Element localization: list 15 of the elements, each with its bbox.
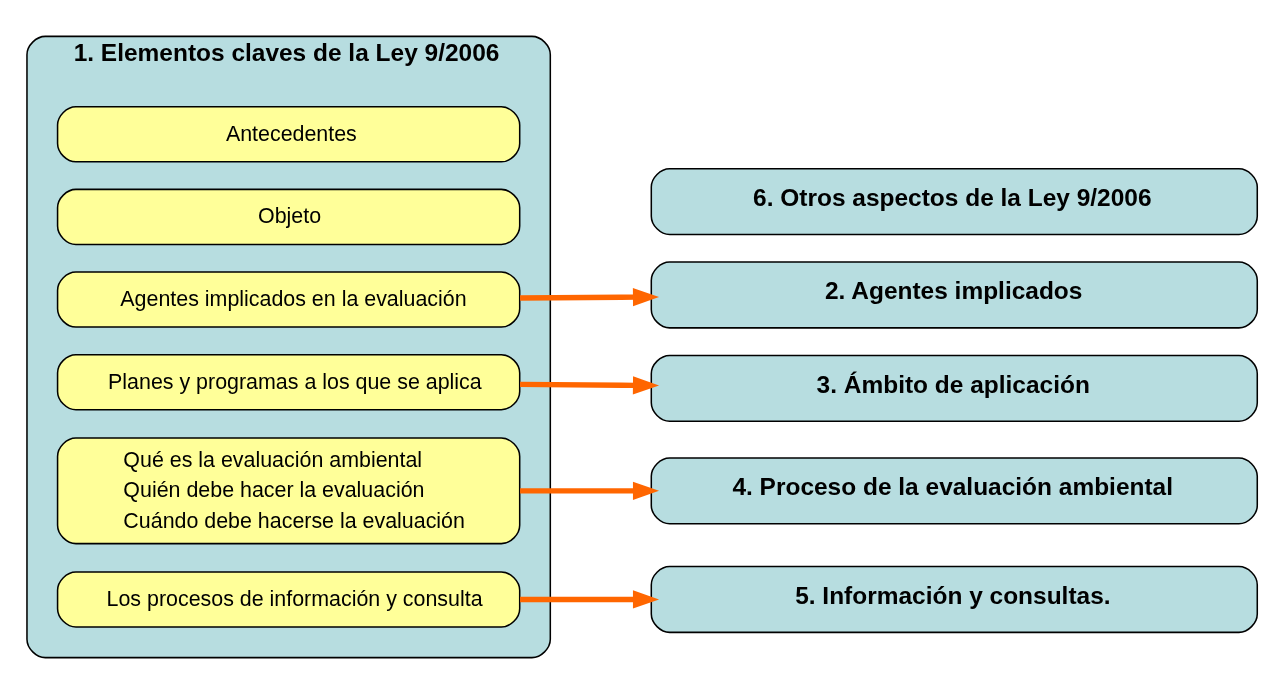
arrow — [520, 375, 660, 394]
node-box: Agentes implicados en la evaluación — [56, 270, 521, 328]
node-box: Objeto — [56, 188, 521, 245]
node-box: Los procesos de información y consulta — [56, 570, 521, 628]
node-box: 3. Ámbito de aplicación — [650, 354, 1259, 422]
node-box: 5. Información y consultas. — [650, 565, 1259, 633]
arrow — [520, 287, 660, 306]
node-box: Antecedentes — [56, 105, 521, 163]
node-box: 6. Otros aspectos de la Ley 9/2006 — [650, 167, 1259, 235]
node-box: Planes y programas a los que se aplica — [56, 353, 521, 410]
arrow — [520, 589, 660, 609]
node-box: Qué es la evaluación ambiental Quién debe hacer la evaluación Cuándo debe hacerse la evaluación — [56, 436, 521, 544]
node-box: 4. Proceso de la evaluación ambiental — [650, 456, 1259, 524]
arrow — [520, 481, 660, 500]
node-box: 2. Agentes implicados — [650, 260, 1259, 329]
